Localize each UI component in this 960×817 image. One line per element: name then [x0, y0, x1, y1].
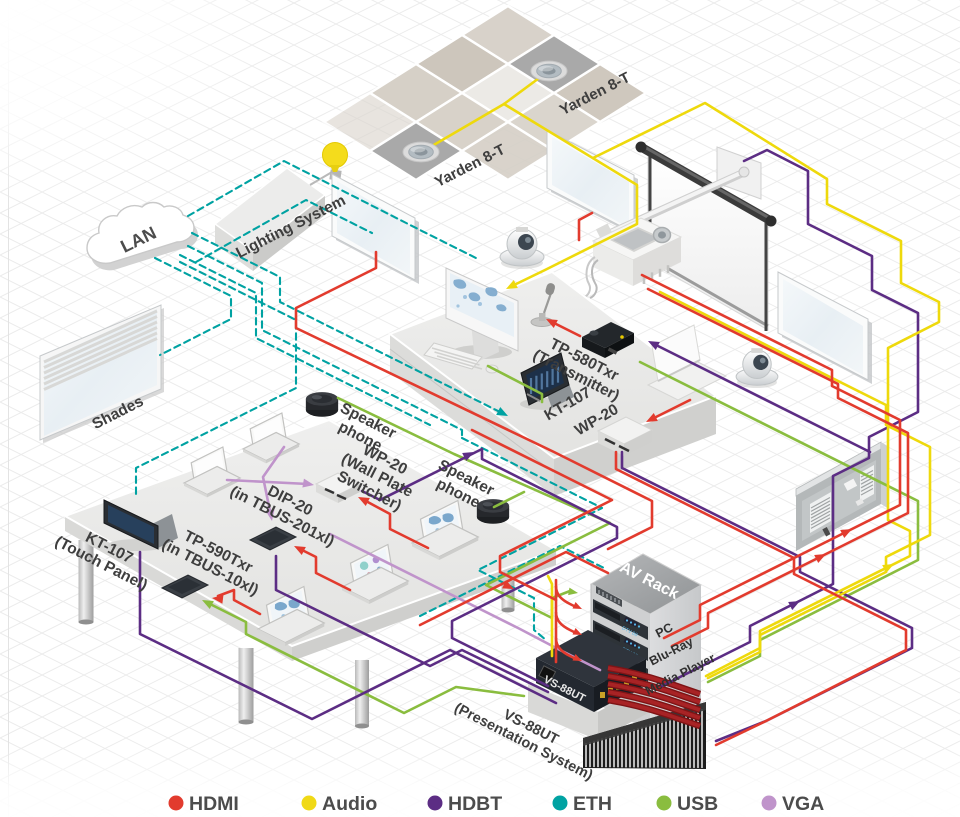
svg-text:HDBT: HDBT [448, 793, 502, 815]
svg-text:ETH: ETH [573, 793, 612, 815]
svg-text:Audio: Audio [322, 793, 377, 815]
svg-text:VGA: VGA [782, 793, 824, 815]
svg-text:HDMI: HDMI [189, 793, 239, 815]
svg-text:USB: USB [677, 793, 718, 815]
